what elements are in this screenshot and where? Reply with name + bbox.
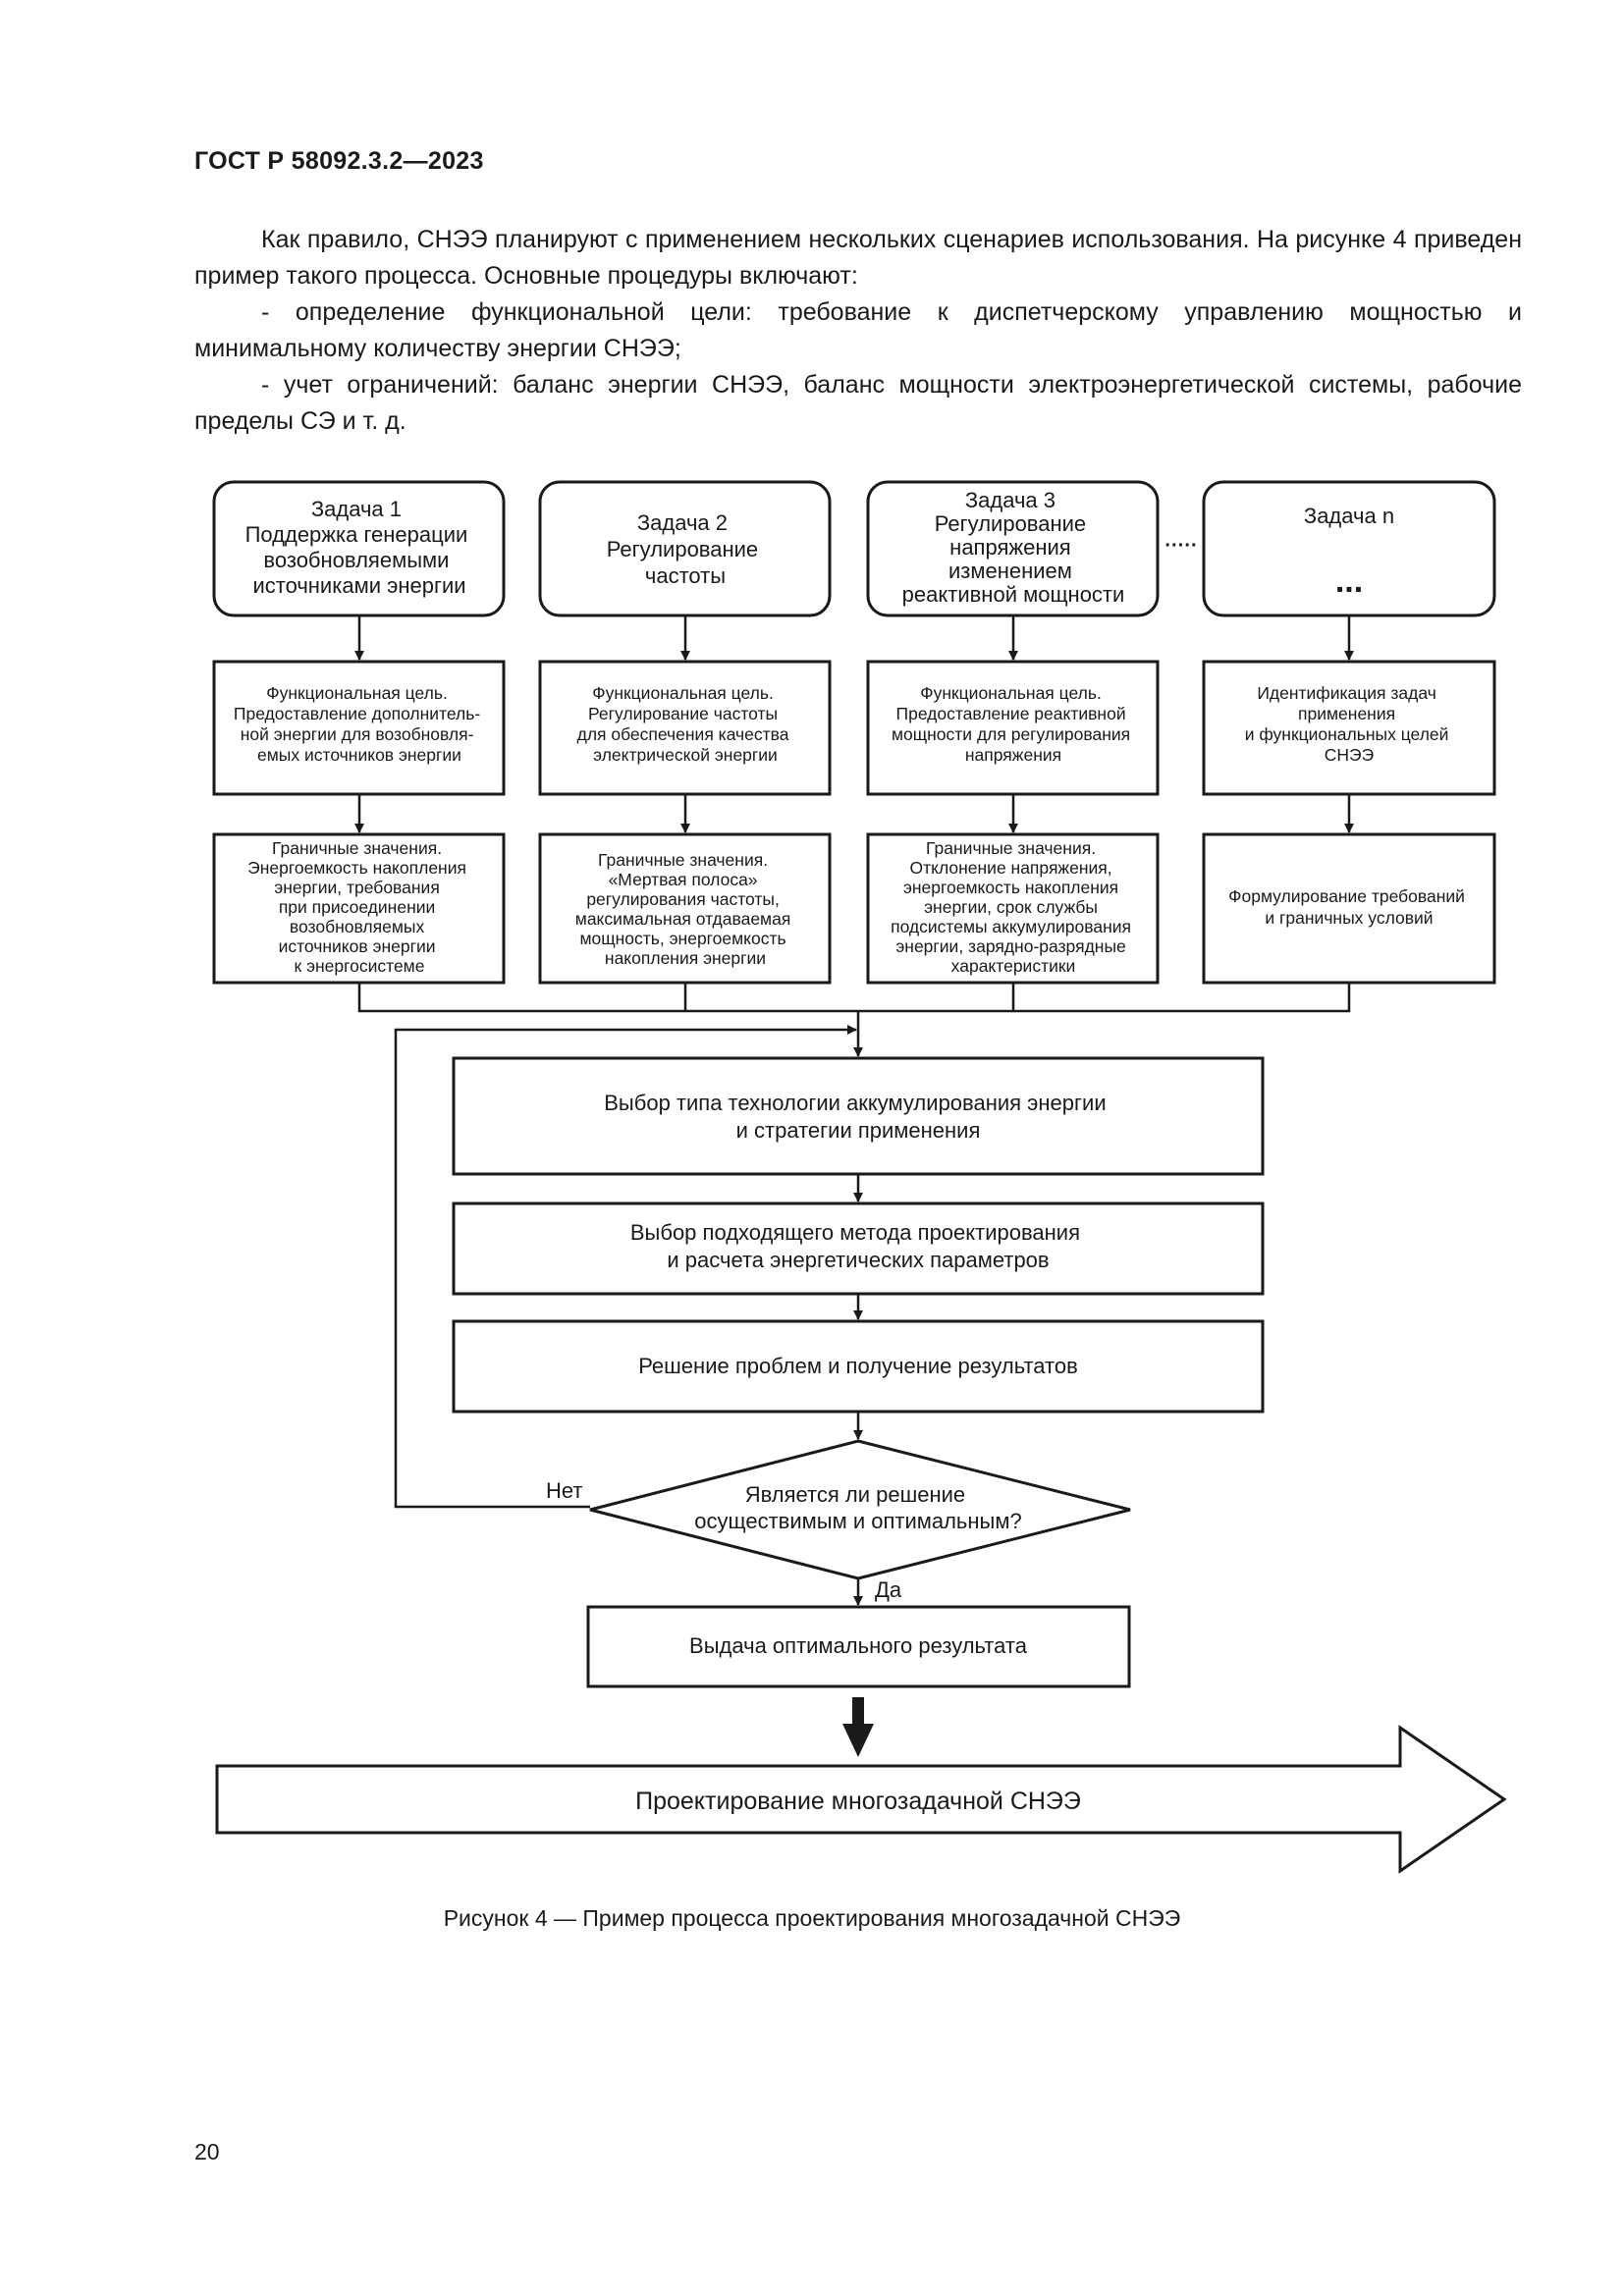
- merge-connector: [357, 983, 1351, 1013]
- page-number: 20: [194, 2139, 220, 2164]
- final-arrow-label: Проектирование многозадачной СНЭЭ: [635, 1788, 1081, 1815]
- intro-paragraph-1: Как правило, СНЭЭ планируют с применение…: [194, 226, 1522, 290]
- limit-3-text: Граничные значения. Отклонение напряжени…: [891, 838, 1136, 976]
- thick-arrow-head: [842, 1724, 874, 1757]
- step-3-text: Решение проблем и получение результатов: [638, 1354, 1078, 1378]
- figure-caption: Рисунок 4 — Пример процесса проектирован…: [443, 1905, 1181, 1931]
- task-3-text: Задача 3 Регулирование напряжения измене…: [902, 488, 1125, 607]
- limit-2-text: Граничные значения. «Мертвая полоса» рег…: [575, 850, 795, 968]
- limit-4-text: Формулирование требований и граничных ус…: [1228, 886, 1470, 928]
- goal-2-text: Функциональная цель. Регулирование часто…: [577, 683, 794, 765]
- tasks-dots-separator: ·····: [1164, 535, 1197, 557]
- step-box-1: [452, 1056, 1265, 1176]
- decision-no-label: Нет: [546, 1478, 582, 1503]
- task-1-text: Задача 1 Поддержка генерации возобновляе…: [245, 497, 474, 598]
- goal-1-text: Функциональная цель. Предоставление допо…: [234, 683, 485, 765]
- intro-paragraph-2: - определение функциональной цели: требо…: [194, 298, 1522, 362]
- result-text: Выдача оптимального результата: [689, 1633, 1028, 1658]
- task-n-text: Задача n: [1304, 504, 1394, 528]
- feedback-loop-line: [394, 1025, 857, 1509]
- goal-4-text: Идентификация задач применения и функцио…: [1245, 683, 1454, 765]
- intro-text: Как правило, СНЭЭ планируют с применение…: [194, 222, 1522, 440]
- intro-paragraph-3: - учет ограничений: баланс энергии СНЭЭ,…: [194, 371, 1522, 435]
- result-box: [586, 1605, 1131, 1688]
- step-1-text: Выбор типа технологии аккумулирования эн…: [604, 1091, 1112, 1143]
- goal-3-text: Функциональная цель. Предоставление реак…: [892, 683, 1135, 765]
- document-header: ГОСТ Р 58092.3.2—2023: [194, 147, 484, 175]
- limit-1-text: Граничные значения. Энергоемкость накопл…: [247, 838, 471, 976]
- step-2-text: Выбор подходящего метода проектирования …: [630, 1220, 1086, 1272]
- flowchart: Задача 1 Поддержка генерации возобновляе…: [212, 480, 1507, 1874]
- decision-yes-label: Да: [875, 1577, 902, 1602]
- decision-text: Является ли решение осуществимым и оптим…: [694, 1482, 1021, 1533]
- thick-arrow-shaft: [852, 1697, 864, 1724]
- task-2-text: Задача 2 Регулирование частоты: [607, 510, 765, 588]
- final-big-arrow: [215, 1725, 1507, 1874]
- task-n-ellipsis: ...: [1335, 562, 1363, 600]
